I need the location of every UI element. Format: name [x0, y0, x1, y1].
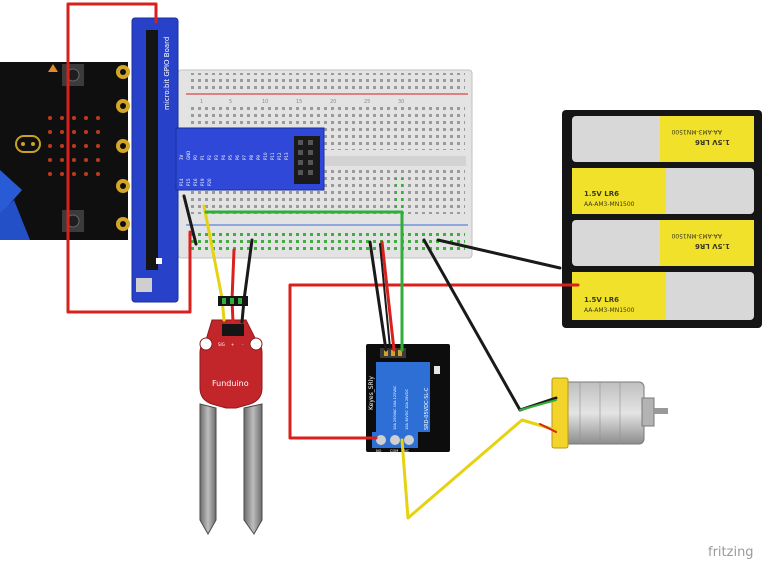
sensor-probe-right — [243, 403, 263, 535]
sensor-probe-left — [199, 403, 217, 536]
svg-text:P20: P20 — [207, 178, 212, 186]
fritzing-watermark: fritzing — [708, 545, 754, 560]
svg-text:P15: P15 — [186, 178, 191, 186]
relay-led — [434, 366, 440, 374]
svg-text:AA-AM3-MN1500: AA-AM3-MN1500 — [584, 201, 635, 208]
svg-text:-: - — [242, 342, 244, 347]
sensor-brand: Funduino — [212, 379, 249, 388]
svg-text:+: + — [231, 342, 234, 347]
svg-text:20: 20 — [330, 99, 336, 105]
wire-red-sensor-power — [230, 248, 236, 324]
sensor-header — [218, 296, 248, 306]
relay-coil — [376, 362, 430, 432]
svg-text:AA-AM3-MN1500: AA-AM3-MN1500 — [584, 307, 635, 314]
gpio-board-label: micro:bit GPIO Board — [163, 37, 171, 110]
svg-text:P19: P19 — [200, 178, 205, 186]
svg-text:1: 1 — [200, 99, 203, 105]
sensor-pin-labels: SIG + - — [218, 342, 244, 347]
svg-text:1.5V LR6: 1.5V LR6 — [695, 138, 730, 146]
svg-text:COM: COM — [390, 449, 398, 453]
wire-red-3v — [66, 2, 192, 314]
wire-black-battery — [436, 238, 562, 270]
svg-text:P12: P12 — [277, 152, 282, 160]
usb-port — [136, 278, 152, 292]
led-matrix — [48, 116, 100, 176]
svg-text:P13: P13 — [284, 152, 289, 160]
svg-text:P2: P2 — [207, 155, 212, 160]
svg-text:25: 25 — [364, 99, 370, 105]
svg-text:P8: P8 — [249, 155, 254, 160]
svg-text:3V: 3V — [179, 154, 184, 160]
svg-text:P5: P5 — [228, 155, 233, 160]
battery-cell-3: 1.5V LR6 AA-AM3-MN1500 — [572, 220, 754, 266]
wire-green-relay-signal — [204, 210, 404, 352]
svg-text:P0: P0 — [193, 155, 198, 160]
svg-text:NC: NC — [404, 449, 410, 453]
svg-text:Keyes_SRly: Keyes_SRly — [368, 376, 375, 410]
gpio-pin-labels: 3V GND P0 P1 P2 P3 P4 P5 P6 P7 P8 P9 P10… — [179, 151, 289, 186]
svg-text:P14: P14 — [179, 178, 184, 186]
svg-text:P16: P16 — [193, 178, 198, 186]
svg-text:30: 30 — [398, 99, 404, 105]
wire-red-relay-vcc — [380, 240, 396, 352]
svg-text:SIG: SIG — [218, 342, 225, 347]
battery-cell-2: 1.5V LR6 AA-AM3-MN1500 — [572, 168, 754, 214]
wire-black-relay-gnd — [368, 240, 388, 352]
gpio-board: micro:bit GPIO Board 3V GND P0 P1 P2 P3 … — [131, 17, 325, 303]
relay-module: Keyes_SRly SRD-05VDC-SL-C 10A 250VAC 10A… — [366, 344, 450, 453]
top-power-rail — [188, 73, 465, 91]
svg-text:AA-AM3-MN1500: AA-AM3-MN1500 — [671, 232, 722, 239]
svg-text:GND: GND — [186, 151, 191, 160]
svg-text:NO: NO — [376, 449, 382, 453]
microbit-face-icon — [15, 135, 41, 153]
svg-text:5: 5 — [229, 99, 232, 105]
svg-text:P11: P11 — [270, 152, 275, 160]
edge-connector-slot — [146, 30, 158, 270]
svg-text:P6: P6 — [235, 155, 240, 160]
svg-text:P4: P4 — [221, 155, 226, 160]
wire-red-battery — [288, 283, 580, 440]
svg-text:P7: P7 — [242, 155, 247, 160]
dc-motor — [551, 377, 668, 449]
svg-text:P1: P1 — [200, 155, 205, 160]
microbit — [0, 62, 130, 240]
svg-text:SRD-05VDC-SL-C: SRD-05VDC-SL-C — [424, 387, 430, 430]
bottom-power-rail — [188, 232, 465, 252]
svg-text:AA-AM3-MN1500: AA-AM3-MN1500 — [671, 128, 722, 135]
svg-text:15: 15 — [296, 99, 302, 105]
column-numbers: 1 5 10 15 20 25 30 — [200, 99, 404, 105]
wires — [66, 2, 580, 520]
moisture-sensor: SIG + - Funduino — [199, 319, 263, 536]
svg-text:1.5V LR6: 1.5V LR6 — [584, 296, 619, 304]
wire-yellow-motor — [400, 418, 558, 520]
svg-text:1.5V LR6: 1.5V LR6 — [695, 242, 730, 250]
battery-cell-4: 1.5V LR6 AA-AM3-MN1500 — [572, 272, 754, 320]
logo-icon — [48, 64, 58, 72]
svg-text:1.5V LR6: 1.5V LR6 — [584, 190, 619, 198]
wire-black-gnd — [182, 194, 198, 246]
svg-text:P10: P10 — [263, 152, 268, 160]
svg-text:P9: P9 — [256, 155, 261, 160]
battery-pack: 1.5V LR6 AA-AM3-MN1500 1.5V LR6 AA-AM3-M… — [562, 110, 762, 328]
svg-text:10A 250VAC 10A 125VAC: 10A 250VAC 10A 125VAC — [393, 385, 397, 430]
svg-text:10: 10 — [262, 99, 268, 105]
svg-text:10A 30VDC 10A 28VDC: 10A 30VDC 10A 28VDC — [405, 388, 409, 430]
battery-cell-1: 1.5V LR6 AA-AM3-MN1500 — [572, 116, 754, 162]
svg-text:P3: P3 — [214, 155, 219, 160]
